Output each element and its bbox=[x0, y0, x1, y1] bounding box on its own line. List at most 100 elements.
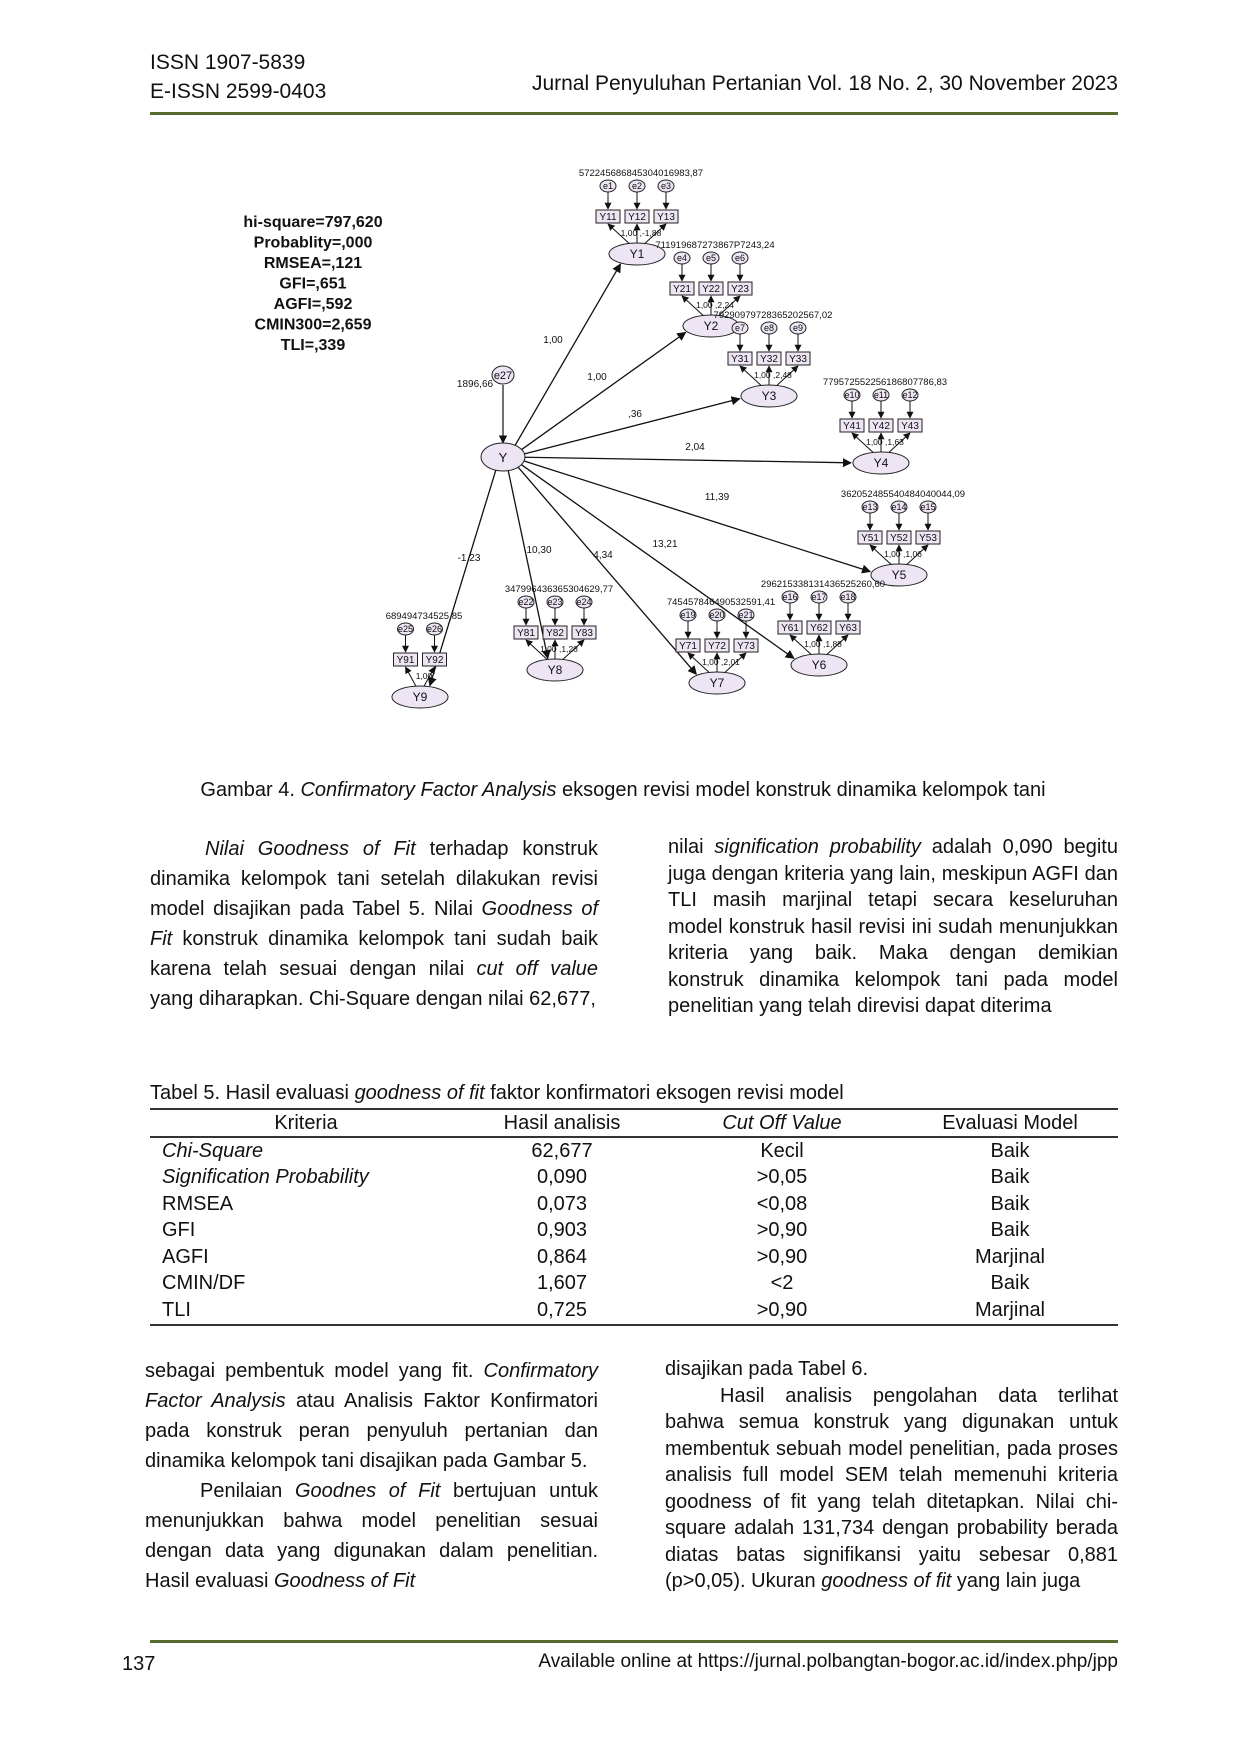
error-label: e3 bbox=[661, 181, 671, 191]
indicator-box bbox=[422, 652, 447, 667]
col-header: Cut Off Value bbox=[662, 1108, 902, 1138]
error-label: e27 bbox=[494, 370, 512, 382]
error-node bbox=[731, 251, 749, 265]
latent-variable bbox=[870, 563, 928, 587]
latent-variable bbox=[391, 685, 449, 709]
loading-arrow bbox=[789, 634, 813, 656]
fit-statistics: hi-square=797,620Probablity=,000RMSEA=,1… bbox=[243, 214, 382, 354]
indicator-box bbox=[595, 209, 621, 224]
error-node bbox=[810, 590, 828, 604]
error-node bbox=[708, 608, 726, 622]
variance-values: 711919687273867P7243,24 bbox=[655, 240, 774, 251]
loading-arrow bbox=[681, 295, 705, 317]
table-cell: Kecil bbox=[760, 1139, 804, 1162]
latent-variable bbox=[688, 671, 746, 695]
error-label: e6 bbox=[735, 253, 745, 263]
goodness-of-fit-table: Kriteria Hasil analisis Cut Off Value Ev… bbox=[150, 1108, 1118, 1326]
error-label: e22 bbox=[518, 597, 533, 607]
indicator-label: Y31 bbox=[731, 354, 749, 365]
indicator-label: Y42 bbox=[872, 421, 890, 432]
paragraph: sebagai pembentuk model yang fit. Confir… bbox=[145, 1360, 598, 1472]
variance-values: 745457846490532591,41 bbox=[667, 597, 775, 608]
table-cell: 0,073 bbox=[536, 1192, 588, 1215]
error-label: e11 bbox=[874, 390, 888, 400]
latent-label: Y2 bbox=[704, 319, 719, 333]
error-label: e23 bbox=[547, 597, 562, 607]
table-cell: Marjinal bbox=[902, 1297, 1118, 1326]
col-header: Kriteria bbox=[150, 1108, 462, 1138]
fit-stat: GFI=,651 bbox=[279, 276, 346, 293]
paragraph: nilai signification probability adalah 0… bbox=[668, 836, 1118, 1017]
error-node bbox=[599, 179, 617, 193]
table-cell: GFI bbox=[162, 1219, 196, 1242]
error-label: e12 bbox=[902, 390, 917, 400]
variance-values: 79290979728365202567,02 bbox=[714, 310, 833, 321]
indicator-label: Y43 bbox=[901, 421, 919, 432]
fit-stat: RMSEA=,121 bbox=[264, 255, 362, 272]
variance-values: 689494734525,85 bbox=[386, 611, 463, 622]
error-label: e8 bbox=[764, 323, 774, 333]
table-cell: TLI bbox=[150, 1297, 462, 1326]
error-node bbox=[789, 321, 807, 335]
error-label: e2 bbox=[632, 181, 642, 191]
fit-stat: AGFI=,592 bbox=[274, 296, 353, 313]
indicator-label: Y23 bbox=[731, 284, 749, 295]
indicator-label: Y82 bbox=[546, 628, 564, 639]
error-node bbox=[575, 595, 593, 609]
latent-label: Y9 bbox=[413, 690, 428, 704]
structural-path bbox=[520, 464, 795, 659]
indicator-box bbox=[777, 620, 803, 635]
table-cell: CMIN/DF bbox=[162, 1272, 246, 1295]
table-cell: 0,725 bbox=[462, 1297, 662, 1326]
loading-arrow bbox=[825, 634, 849, 656]
loading-arrow bbox=[905, 544, 929, 566]
loading-arrow bbox=[869, 544, 893, 566]
path-coefficient: ,36 bbox=[628, 409, 642, 420]
latent-label: Y5 bbox=[892, 568, 907, 582]
error-node bbox=[628, 179, 646, 193]
variance-values: 296215338131436525260,60 bbox=[761, 579, 885, 590]
cfa-diagram: hi-square=797,620Probablity=,000RMSEA=,1… bbox=[243, 168, 965, 709]
right-column-lower: disajikan pada Tabel 6. Hasil analisis p… bbox=[665, 1356, 1118, 1595]
table-cell: >0,90 bbox=[662, 1297, 902, 1326]
paragraph: Hasil analisis pengolahan data terlihat … bbox=[665, 1384, 1118, 1593]
indicator-box bbox=[756, 351, 782, 366]
error-node bbox=[673, 251, 691, 265]
indicator-label: Y33 bbox=[789, 354, 807, 365]
fit-stat: Probablity=,000 bbox=[254, 235, 373, 252]
indicator-box bbox=[542, 625, 568, 640]
indicator-box bbox=[704, 638, 730, 653]
indicator-label: Y81 bbox=[517, 628, 535, 639]
indicator-label: Y11 bbox=[599, 212, 616, 223]
loading-arrow bbox=[405, 666, 417, 688]
indicator-box bbox=[624, 209, 650, 224]
table-cell: Baik bbox=[990, 1139, 1030, 1162]
loading-arrow bbox=[643, 223, 667, 245]
indicator-box bbox=[785, 351, 811, 366]
path-coefficient: 1,00 bbox=[587, 372, 607, 383]
fit-stat: TLI=,339 bbox=[281, 337, 346, 354]
error-label: e4 bbox=[677, 253, 687, 263]
paragraph: Nilai Goodness of Fit terhadap konstruk … bbox=[150, 838, 599, 1010]
issn-block: ISSN 1907-5839 E-ISSN 2599-0403 bbox=[150, 48, 326, 106]
structural-path bbox=[524, 456, 852, 468]
error-node bbox=[397, 622, 414, 636]
col-header: Hasil analisis bbox=[462, 1108, 662, 1138]
indicator-label: Y21 bbox=[673, 284, 691, 295]
table-cell: Signification Probability bbox=[162, 1166, 369, 1189]
indicator-box bbox=[806, 620, 832, 635]
loading-arrow bbox=[717, 295, 741, 317]
indicator-box bbox=[653, 209, 679, 224]
indicator-label: Y61 bbox=[781, 623, 799, 634]
variance-values: 572245686845304016983,87 bbox=[579, 168, 703, 179]
indicator-label: Y32 bbox=[760, 354, 778, 365]
indicator-box bbox=[727, 281, 753, 296]
error-label: e5 bbox=[706, 253, 716, 263]
eissn: E-ISSN 2599-0403 bbox=[150, 80, 327, 103]
indicator-box bbox=[733, 638, 759, 653]
